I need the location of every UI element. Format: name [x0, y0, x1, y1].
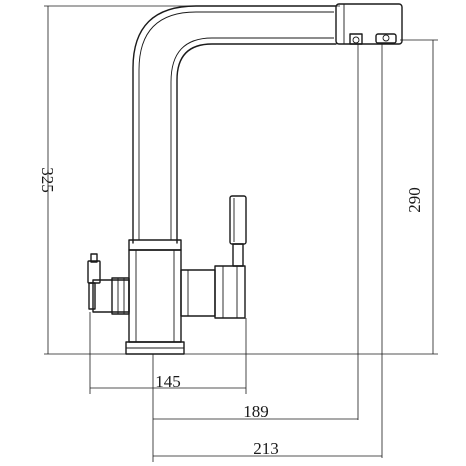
dimension-label-145: 145 — [155, 372, 181, 391]
dimension-outlet-height: 290 — [184, 39, 438, 355]
dimension-label-325: 325 — [38, 167, 57, 193]
dimension-middle-width: 189 — [152, 354, 358, 462]
dimension-label-189: 189 — [243, 402, 269, 421]
spout — [132, 5, 337, 244]
dimension-label-290: 290 — [405, 187, 424, 213]
dimension-left-width: 145 — [89, 312, 247, 394]
right-lever — [229, 195, 247, 267]
spout-head — [335, 3, 403, 45]
left-valve — [88, 277, 130, 315]
dimension-total-width: 213 — [153, 439, 382, 458]
dimension-label-213: 213 — [253, 439, 279, 458]
right-valve — [180, 265, 246, 319]
body — [125, 239, 185, 355]
dimension-overall-height: 325 — [38, 5, 340, 355]
left-handle — [87, 253, 101, 284]
